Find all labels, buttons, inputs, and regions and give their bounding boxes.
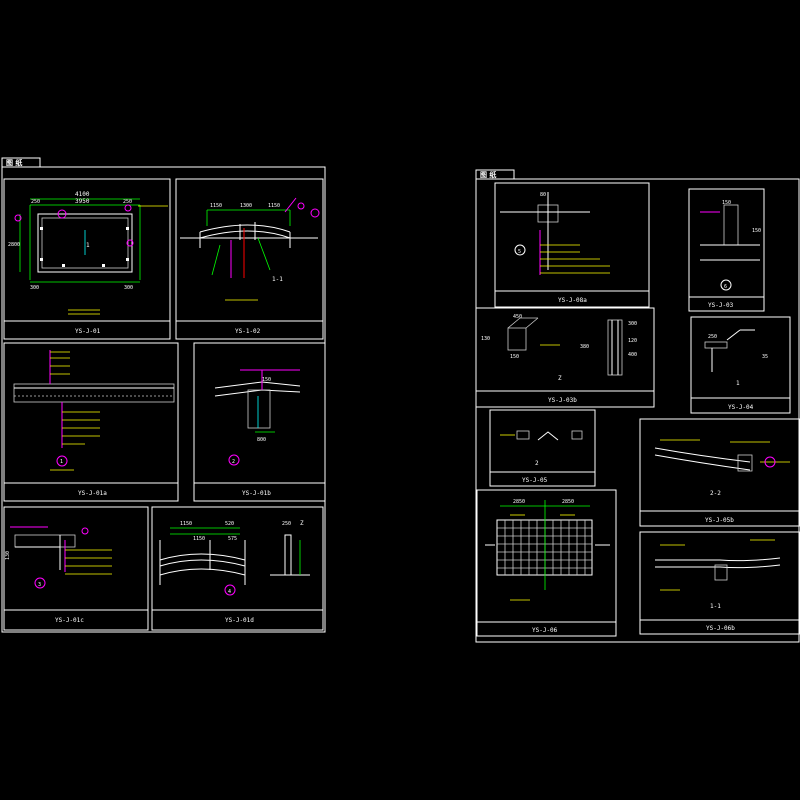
dim-text: 300 <box>30 285 39 291</box>
dim-text: 150 <box>262 377 271 383</box>
panel-caption: YS-J-03b <box>548 397 577 404</box>
dim-text: 120 <box>628 338 637 344</box>
panel-edge-detail: 2 800 150 YS-J-01b <box>193 342 326 502</box>
section-mark: 2 <box>232 459 235 465</box>
right-sheet: 图 纸 5 80 YS-J-08a <box>475 169 800 643</box>
right-sheet-title: 图 纸 <box>480 170 496 179</box>
left-sheet-frame <box>1 166 326 633</box>
dim-text: 2800 <box>8 242 20 248</box>
section-mark: Z <box>558 375 562 382</box>
panel-caption: YS-J-05 <box>522 477 548 484</box>
dim-text: 35 <box>762 354 768 360</box>
dim-text: 800 <box>257 437 266 443</box>
panel-elevation: 1150 1300 1150 1-1 YS-1-02 <box>175 178 324 340</box>
panel-r1: 5 80 YS-J-08a <box>494 182 650 308</box>
dim-text: 400 <box>628 352 637 358</box>
dim-text: 150 <box>752 228 761 234</box>
panel-caption: YS-J-03 <box>708 302 734 309</box>
dim-text: 250 <box>708 334 717 340</box>
section-mark: 2-2 <box>710 490 721 497</box>
dim-text: 80 <box>540 192 546 198</box>
section-mark: 1-1 <box>710 603 721 610</box>
dim-text: 300 <box>628 321 637 327</box>
panel-r8: 1-1 YS-J-06b <box>639 531 800 635</box>
grid-lines <box>497 520 592 575</box>
section-mark: 1 <box>736 380 740 387</box>
dim-text: 575 <box>228 536 237 542</box>
left-sheet: 图 纸 4100 3950 <box>1 157 326 633</box>
dim-text: 130 <box>5 551 11 560</box>
dim-text: 4100 <box>75 191 90 198</box>
panel-caption: YS-J-06b <box>706 625 735 632</box>
section-mark: 1 <box>86 242 90 249</box>
left-sheet-title: 图 纸 <box>6 158 22 167</box>
panel-caption: YS-1-02 <box>235 328 261 335</box>
dim-text: Z <box>300 520 304 527</box>
dim-text: 2850 <box>562 499 574 505</box>
dim-text: 130 <box>481 336 490 342</box>
dim-text: 3950 <box>75 198 90 205</box>
panel-caption: YS-J-01d <box>225 617 254 624</box>
section-mark: 3 <box>38 582 41 588</box>
panel-railing: 4 1150 520 1150 575 250 Z YS-J-01d <box>151 506 324 631</box>
section-mark: 2 <box>535 460 539 467</box>
dim-text: 250 <box>123 199 132 205</box>
dim-text: 250 <box>282 521 291 527</box>
panel-r5: 2 YS-J-05 <box>489 409 596 487</box>
panel-caption: YS-J-01a <box>78 490 107 497</box>
panel-r2: 6 150 150 YS-J-03 <box>688 188 765 312</box>
panel-plan-view: 4100 3950 250 250 2800 300 300 1 YS-J-01 <box>3 178 171 340</box>
panel-caption: YS-J-06 <box>532 627 558 634</box>
panel-caption: YS-J-01b <box>242 490 271 497</box>
panel-caption: YS-J-05b <box>705 517 734 524</box>
panel-r6: 2-2 YS-J-05b <box>639 418 800 527</box>
dim-text: 2850 <box>513 499 525 505</box>
panel-r3: 450 150 130 380 300 120 400 Z YS-J-03b <box>475 307 655 408</box>
dim-text: 1150 <box>180 521 192 527</box>
dim-text: 520 <box>225 521 234 527</box>
dim-text: 250 <box>31 199 40 205</box>
dim-text: 150 <box>510 354 519 360</box>
panel-caption: YS-J-01 <box>75 328 101 335</box>
panel-caption: YS-J-04 <box>728 404 754 411</box>
section-mark: 4 <box>228 589 231 595</box>
panel-step-detail: 3 130 YS-J-01c <box>3 506 149 631</box>
dim-text: 1150 <box>210 203 222 209</box>
dim-text: 450 <box>513 314 522 320</box>
panel-section-layers: 1 YS-J-01a <box>3 342 179 502</box>
panel-caption: YS-J-08a <box>558 297 587 304</box>
panel-r7-grid: 2850 2850 YS-J-06 <box>476 489 617 637</box>
dim-text: 1150 <box>193 536 205 542</box>
dim-text: 1150 <box>268 203 280 209</box>
dim-text: 380 <box>580 344 589 350</box>
section-mark: 1-1 <box>272 276 283 283</box>
panel-r4: 250 35 1 YS-J-04 <box>690 316 791 414</box>
section-mark: 1 <box>60 459 63 465</box>
right-sheet-frame <box>475 178 800 643</box>
section-mark: 6 <box>724 284 727 290</box>
dim-text: 300 <box>124 285 133 291</box>
section-mark: 5 <box>518 249 521 255</box>
panel-caption: YS-J-01c <box>55 617 84 624</box>
dim-text: 1300 <box>240 203 252 209</box>
dim-text: 150 <box>722 200 731 206</box>
